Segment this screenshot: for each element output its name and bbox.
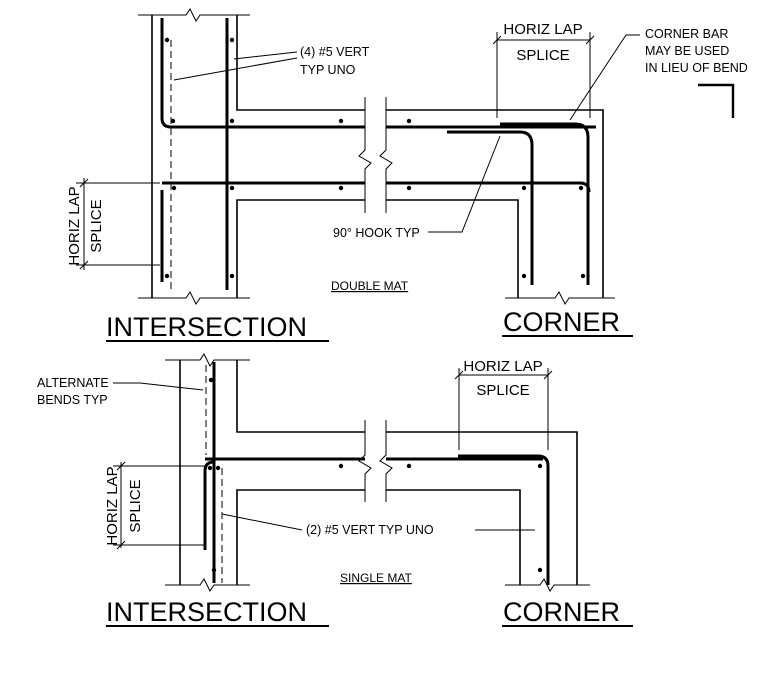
- double-mat-reinforcing-bars: [160, 18, 596, 292]
- corner-bar-note-3: IN LIEU OF BEND: [645, 61, 748, 75]
- double-mat-leaders: [76, 32, 735, 270]
- title-corner: CORNER: [503, 307, 620, 337]
- corner-lap-label: HORIZ LAP: [463, 358, 542, 375]
- side-lap-label: HORIZ LAP: [104, 466, 121, 545]
- alt-bends-note-2: BENDS TYP: [37, 393, 108, 407]
- single-mat-labels: ALTERNATE BENDS TYP HORIZ LAP SPLICE HOR…: [37, 358, 633, 627]
- side-lap-label-2: SPLICE: [88, 199, 105, 252]
- single-mat-reinforcing-bars: [203, 362, 550, 585]
- title-intersection: INTERSECTION: [106, 597, 307, 627]
- corner-lap-label: HORIZ LAP: [503, 21, 582, 38]
- corner-lap-label-2: SPLICE: [516, 47, 569, 64]
- double-mat-detail: (4) #5 VERT TYP UNO HORIZ LAP SPLICE COR…: [66, 8, 748, 342]
- corner-bar-note: CORNER BAR: [645, 27, 728, 41]
- alt-bends-note: ALTERNATE: [37, 376, 109, 390]
- single-mat-detail: ALTERNATE BENDS TYP HORIZ LAP SPLICE HOR…: [37, 353, 633, 627]
- mat-label: DOUBLE MAT: [331, 279, 409, 293]
- double-mat-vertical-bar-dots: [164, 37, 586, 279]
- single-mat-vertical-bar-dots: [207, 377, 543, 573]
- corner-bar-note-2: MAY BE USED: [645, 44, 729, 58]
- double-mat-wall-outline: [138, 8, 615, 305]
- single-mat-wall-outline: [165, 353, 590, 592]
- vert-bar-note: (4) #5 VERT: [300, 45, 370, 59]
- corner-lap-label-2: SPLICE: [476, 382, 529, 399]
- double-mat-labels: (4) #5 VERT TYP UNO HORIZ LAP SPLICE COR…: [66, 21, 748, 342]
- mat-label: SINGLE MAT: [340, 571, 412, 585]
- side-lap-label: HORIZ LAP: [66, 186, 83, 265]
- single-mat-leaders: [113, 368, 553, 550]
- vert-bar-note-2: TYP UNO: [300, 63, 356, 77]
- side-lap-label-2: SPLICE: [127, 479, 144, 532]
- vert-bar-note: (2) #5 VERT TYP UNO: [306, 523, 434, 537]
- title-intersection: INTERSECTION: [106, 312, 307, 342]
- title-corner: CORNER: [503, 597, 620, 627]
- hook-note: 90° HOOK TYP: [333, 226, 420, 240]
